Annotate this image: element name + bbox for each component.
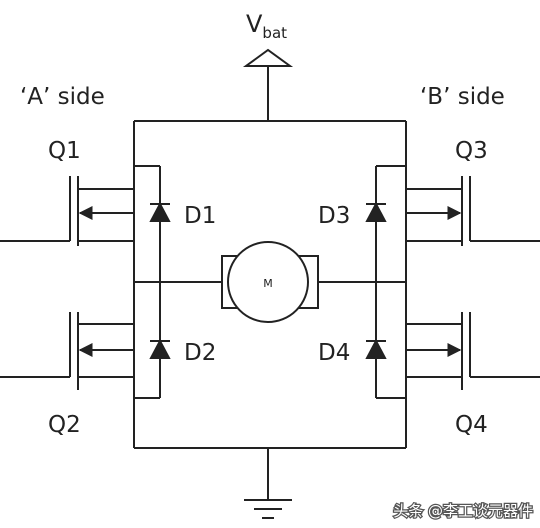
q3-label: Q3 <box>455 138 488 164</box>
watermark-text: 头条 @李工谈元器件 <box>393 502 533 520</box>
d1-diode-symbol <box>149 201 171 222</box>
side-b-label: ‘B’ side <box>420 84 505 110</box>
motor-symbol <box>227 241 309 323</box>
vbat-label-main: V <box>246 10 263 38</box>
vbat-label-sub: bat <box>262 24 287 42</box>
vbat-terminal-symbol <box>242 48 294 67</box>
q4-label: Q4 <box>455 412 488 438</box>
d2-diode-symbol <box>149 338 171 359</box>
q4-transistor-symbol <box>406 312 540 390</box>
vbat-label: Vbat <box>246 10 287 42</box>
ground-symbol <box>244 499 292 519</box>
q3-transistor-symbol <box>406 176 540 246</box>
right-bus <box>318 121 407 448</box>
d3-label: D3 <box>318 203 350 229</box>
q2-transistor-symbol <box>0 312 134 390</box>
q1-label: Q1 <box>48 138 81 164</box>
d1-label: D1 <box>184 203 216 229</box>
q2-label: Q2 <box>48 412 81 438</box>
d2-label: D2 <box>184 340 216 366</box>
motor-label: M <box>263 277 273 290</box>
d4-label: D4 <box>318 340 350 366</box>
q1-transistor-symbol <box>0 176 134 246</box>
supply-line <box>134 66 406 122</box>
side-a-label: ‘A’ side <box>20 84 105 110</box>
d4-diode-symbol <box>365 338 387 359</box>
d3-diode-symbol <box>365 201 387 222</box>
